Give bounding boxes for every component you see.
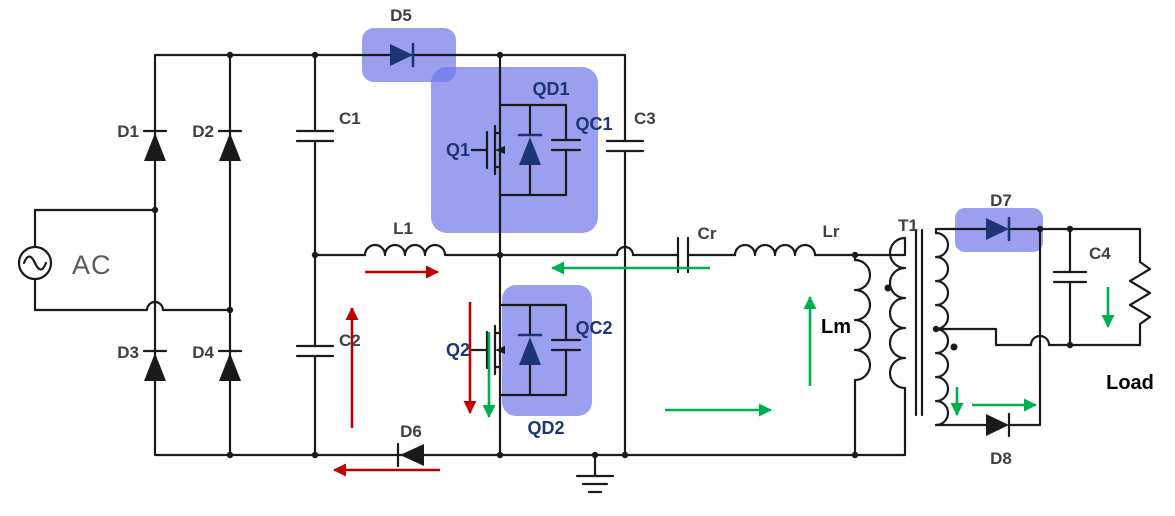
label-lr: Lr: [823, 222, 840, 241]
label-ac: AC: [72, 250, 112, 280]
label-load: Load: [1106, 372, 1154, 394]
label-t1: T1: [898, 216, 918, 235]
diode-d7: [986, 216, 1011, 242]
component-labels: AC D1 D2 D3 D4 D5 D6 D7 D8 C1 C2 C3 C4 L…: [72, 6, 1154, 468]
label-c1: C1: [339, 109, 361, 128]
highlight-q1-block: [431, 67, 598, 233]
capacitor-c2: [295, 344, 335, 358]
label-lm: Lm: [821, 316, 851, 338]
resonant-inductor-lr: [733, 243, 817, 257]
transformer-t1: [884, 228, 958, 427]
label-cr: Cr: [698, 224, 717, 243]
mosfet-q2: [470, 324, 505, 376]
inductor-l1: [363, 243, 447, 257]
body-diode-qd1: [517, 133, 543, 165]
diode-d4: [217, 349, 243, 381]
primary-winding: [888, 236, 907, 390]
capacitor-qc2: [550, 338, 582, 352]
label-d1: D1: [117, 122, 139, 141]
body-diode-qd2: [517, 333, 543, 365]
polarity-dot-primary: [884, 284, 892, 292]
label-qd1: QD1: [532, 79, 569, 99]
label-d2: D2: [192, 122, 214, 141]
diode-d1: [142, 129, 168, 161]
label-qd2: QD2: [527, 418, 564, 438]
diode-d5: [390, 42, 415, 68]
load-resistor: [1128, 260, 1152, 326]
label-c4: C4: [1089, 244, 1111, 263]
label-d4: D4: [192, 343, 214, 362]
ground-symbol: [575, 474, 615, 494]
diode-d6: [396, 442, 424, 468]
capacitor-qc1: [550, 138, 582, 152]
diode-d3: [142, 349, 168, 381]
transformer-core: [914, 228, 924, 417]
current-path-arrows-red: [333, 265, 477, 477]
diode-d2: [217, 129, 243, 161]
polarity-dot-secondary: [950, 343, 958, 351]
magnetizing-inductor-lm: [853, 258, 872, 382]
label-d7: D7: [990, 191, 1012, 210]
label-d8: D8: [990, 449, 1012, 468]
junction-dots: [151, 51, 1074, 459]
highlight-q2-block: [502, 285, 592, 416]
capacitor-c4: [1052, 270, 1088, 284]
label-d3: D3: [117, 343, 139, 362]
label-d5: D5: [390, 6, 412, 25]
label-d6: D6: [400, 422, 422, 441]
label-c3: C3: [634, 109, 656, 128]
resonant-capacitor-cr: [676, 236, 690, 274]
diode-d8: [986, 412, 1011, 438]
label-q1: Q1: [446, 140, 470, 160]
label-q2: Q2: [446, 340, 470, 360]
current-path-arrows-green: [482, 261, 1115, 418]
label-qc2: QC2: [575, 318, 612, 338]
ac-source: [17, 245, 53, 281]
label-qc1: QC1: [575, 114, 612, 134]
capacitor-c3: [605, 139, 645, 153]
sine-wave-icon: [22, 255, 48, 271]
label-l1: L1: [393, 219, 413, 238]
mosfet-q1: [470, 124, 505, 176]
capacitor-c1: [295, 129, 335, 143]
label-c2: C2: [339, 331, 361, 350]
